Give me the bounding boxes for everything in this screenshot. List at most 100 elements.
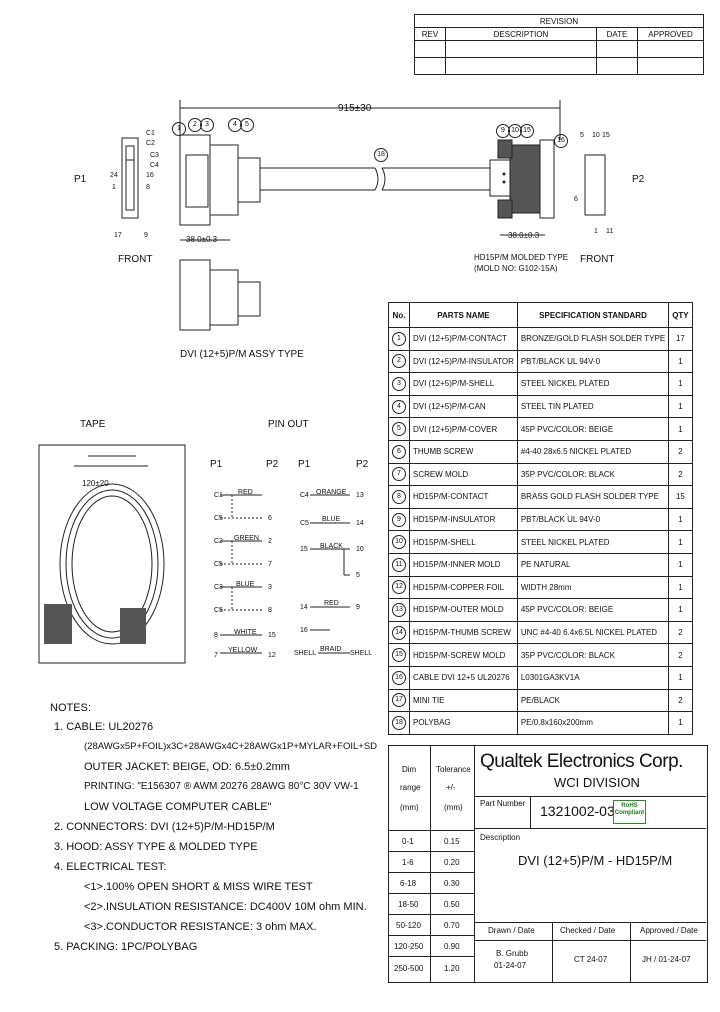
col-no: No.	[388, 302, 410, 328]
tol-value: 1.20	[444, 964, 460, 973]
pin-p1: 8	[214, 632, 218, 639]
row-number: 12	[392, 580, 406, 595]
part-qty: 1	[668, 552, 693, 577]
pin-p2: 13	[356, 492, 364, 499]
pin-label: 8	[146, 184, 150, 191]
part-spec: PBT/BLACK UL 94V-0	[516, 507, 670, 532]
tol-header: Tolerance	[436, 765, 471, 774]
part-qty: 2	[668, 643, 693, 667]
p2-label: P2	[632, 174, 645, 185]
part-number-label: Part Number	[480, 799, 526, 808]
row-number: 17	[392, 693, 406, 708]
part-name: DVI (12+5)P/M-INSULATOR	[409, 349, 518, 374]
part-name: DVI (12+5)P/M-CAN	[409, 394, 518, 419]
part-qty: 1	[668, 417, 693, 441]
pin-p1: C5	[300, 520, 309, 527]
col-qty: QTY	[668, 302, 693, 328]
part-name: DVI (12+5)P/M-CONTACT	[409, 327, 518, 351]
pin-label: 10	[592, 132, 600, 139]
note-line: PRINTING: "E156307 ® AWM 20276 28AWG 80°…	[84, 781, 359, 792]
part-spec: BRASS GOLD FLASH SOLDER TYPE	[516, 485, 670, 509]
part-spec: PE/BLACK	[516, 688, 670, 713]
dim-range: 120-250	[394, 942, 424, 951]
part-name: HD15P/M-THUMB SCREW	[409, 620, 518, 645]
pin-p1: C3	[214, 584, 223, 591]
coil-dimension: 120±20	[82, 479, 109, 488]
tol-value: 0.20	[444, 858, 460, 867]
pin-label: 5	[580, 132, 584, 139]
part-spec: STEEL NICKEL PLATED	[516, 372, 670, 396]
dim-range: 1-6	[402, 858, 414, 867]
pin-p1: 7	[214, 652, 218, 659]
pin-p1: 15	[300, 546, 308, 553]
front-right-label: FRONT	[580, 254, 615, 265]
tape-label: TAPE	[80, 419, 106, 430]
part-qty: 1	[668, 530, 693, 554]
part-spec: STEEL TIN PLATED	[516, 394, 670, 419]
pin-label: C2	[146, 140, 155, 147]
row-number: 16	[392, 670, 406, 685]
rev-header: REV	[414, 27, 446, 41]
p1-label: P1	[74, 174, 87, 185]
p1-dimension: 38.0±0.3	[186, 235, 218, 244]
pin-label: 1	[594, 228, 598, 235]
pin-p1: C5	[214, 561, 223, 568]
tol-header: (mm)	[444, 803, 463, 812]
tol-value: 0.70	[444, 921, 460, 930]
part-name: POLYBAG	[409, 711, 518, 735]
row-number: 6	[392, 444, 406, 459]
dim-range: 250-500	[394, 964, 424, 973]
row-number: 18	[392, 715, 406, 730]
rohs-text: Compliant	[614, 810, 645, 817]
cable-assembly-drawing	[121, 100, 606, 331]
pin-p1: SHELL	[294, 650, 317, 657]
callout-balloon: 5	[240, 118, 254, 132]
description-label: Description	[480, 833, 521, 842]
checked-by: CT 24-07	[574, 955, 608, 964]
row-number: 9	[392, 512, 406, 527]
hd-mold-label: (MOLD NO: G102-15A)	[474, 264, 558, 273]
dim-range: 6-18	[400, 879, 417, 888]
pin-p2: 8	[268, 607, 272, 614]
pin-p1: 14	[300, 604, 308, 611]
p2-dimension: 38.0±0.3	[508, 231, 540, 240]
pin-label: 1	[112, 184, 116, 191]
pin-label: 17	[114, 232, 122, 239]
part-name: DVI (12+5)P/M-SHELL	[409, 372, 518, 396]
part-name: HD15P/M-SCREW MOLD	[409, 643, 518, 667]
pin-p2: 5	[356, 572, 360, 579]
note-line: LOW VOLTAGE COMPUTER CABLE"	[84, 801, 272, 813]
dim-header: Dim	[402, 765, 417, 774]
pin-label: C1	[146, 130, 155, 137]
part-qty: 2	[668, 439, 693, 464]
part-qty: 1	[668, 507, 693, 532]
dim-range: 18-50	[398, 900, 419, 909]
callout-balloon: 15	[520, 124, 534, 138]
notes-title: NOTES:	[50, 702, 91, 714]
row-number: 11	[392, 557, 406, 572]
part-name: HD15P/M-CONTACT	[409, 485, 518, 509]
rohs-badge: RoHS Compliant	[613, 800, 646, 824]
revision-table: REVISION REV DESCRIPTION DATE APPROVED	[414, 14, 704, 75]
approved-label: Approved / Date	[640, 926, 698, 935]
part-spec: 45P PVC/COLOR: BEIGE	[516, 417, 670, 441]
pin-p2: 12	[268, 652, 276, 659]
row-number: 7	[392, 467, 406, 482]
pin-p2: 10	[356, 546, 364, 553]
pin-p1: C5	[214, 515, 223, 522]
tol-value: 0.50	[444, 900, 460, 909]
note-line: <1>.100% OPEN SHORT & MISS WIRE TEST	[84, 881, 313, 893]
note-line: 1. CABLE: UL20276	[54, 721, 154, 733]
part-qty: 2	[668, 462, 693, 487]
wire-color: BRAID	[320, 646, 342, 653]
part-qty: 15	[668, 485, 693, 509]
pin-p1: C4	[300, 492, 309, 499]
part-name: SCREW MOLD	[409, 462, 518, 487]
part-spec: 45P PVC/COLOR: BEIGE	[516, 598, 670, 622]
row-number: 5	[392, 422, 406, 437]
